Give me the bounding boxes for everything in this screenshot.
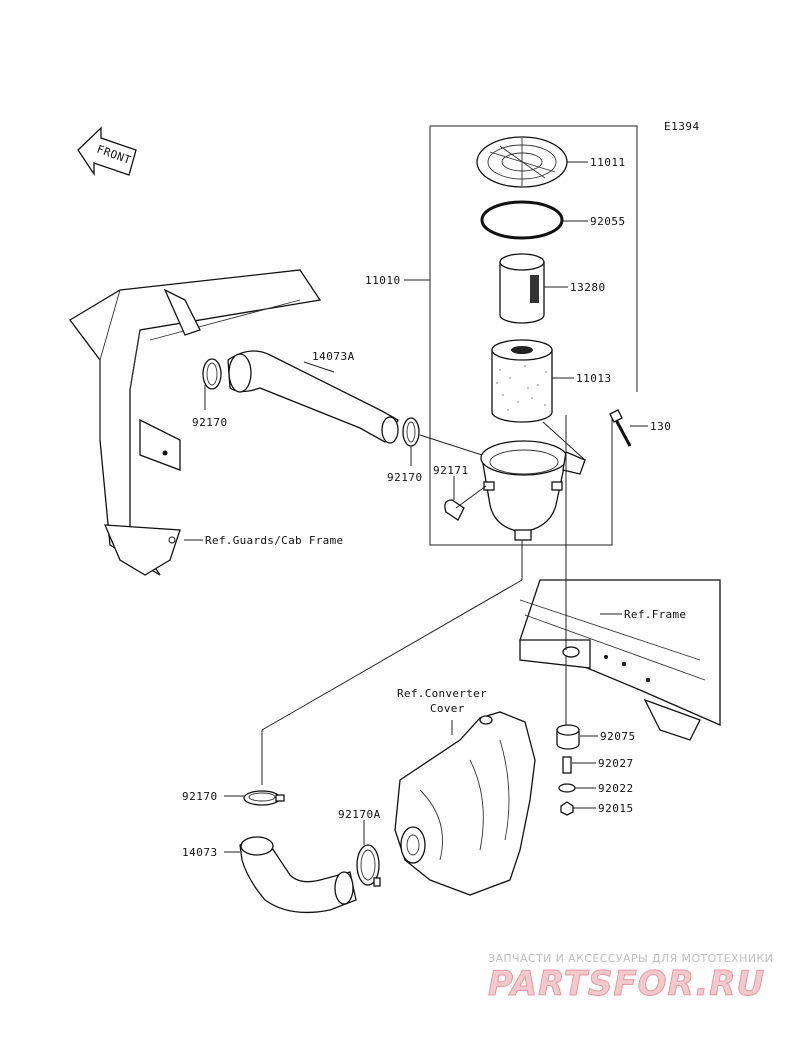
label-92075: 92075 xyxy=(600,730,636,743)
part-92027-collar xyxy=(562,756,596,774)
part-92170-clamp-mid xyxy=(402,417,483,466)
part-92075-mount xyxy=(556,724,598,750)
part-92170-clamp-left xyxy=(202,358,222,410)
front-arrow-icon: FRONT xyxy=(77,126,137,177)
watermark-tagline: ЗАПЧАСТИ И АКСЕССУАРЫ ДЛЯ МОТОТЕХНИКИ xyxy=(488,952,773,965)
label-92170-lower: 92170 xyxy=(182,790,218,803)
part-92022-washer xyxy=(558,783,596,793)
ref-frame-label: Ref.Frame xyxy=(624,608,686,621)
label-11010: 11010 xyxy=(365,274,401,287)
part-14073-duct xyxy=(224,836,357,914)
label-14073: 14073 xyxy=(182,846,218,859)
ref-guards-cab-frame-drawing xyxy=(69,269,322,576)
ref-guards-label: Ref.Guards/Cab Frame xyxy=(205,534,343,547)
ref-frame-drawing xyxy=(519,415,721,741)
part-92170A-clamp xyxy=(356,820,381,887)
label-11011: 11011 xyxy=(590,156,626,169)
label-92055: 92055 xyxy=(590,215,626,228)
ref-converter-cover-drawing xyxy=(394,711,536,896)
label-92171: 92171 xyxy=(433,464,469,477)
label-92027: 92027 xyxy=(598,757,634,770)
label-92170-mid: 92170 xyxy=(387,471,423,484)
part-92055-o-ring xyxy=(480,200,588,240)
part-92171-clip xyxy=(444,476,487,521)
ref-converter-label-line1: Ref.Converter xyxy=(397,687,487,700)
part-11013-filter-element xyxy=(491,339,574,423)
label-92015: 92015 xyxy=(598,802,634,815)
part-92170-clamp-lower xyxy=(224,790,285,806)
ref-converter-label-line2: Cover xyxy=(430,702,465,715)
label-92022: 92022 xyxy=(598,782,634,795)
part-14073A-duct xyxy=(227,350,399,444)
air-cleaner-housing xyxy=(480,421,586,541)
label-92170-left: 92170 xyxy=(192,416,228,429)
label-130: 130 xyxy=(650,420,671,433)
leader-lines xyxy=(261,540,523,785)
watermark-logo: PARTSFOR.RU xyxy=(488,964,765,1004)
air-cleaner-assembly-bracket xyxy=(404,125,638,546)
label-13280: 13280 xyxy=(570,281,606,294)
part-130-bolt xyxy=(609,409,648,447)
part-11011-cap xyxy=(476,136,588,188)
label-14073A: 14073A xyxy=(312,350,355,363)
label-11013: 11013 xyxy=(576,372,612,385)
diagram-code: E1394 xyxy=(664,120,700,133)
label-92170A: 92170A xyxy=(338,808,381,821)
part-13280-inner-element xyxy=(499,253,568,324)
part-92015-nut xyxy=(560,801,596,816)
